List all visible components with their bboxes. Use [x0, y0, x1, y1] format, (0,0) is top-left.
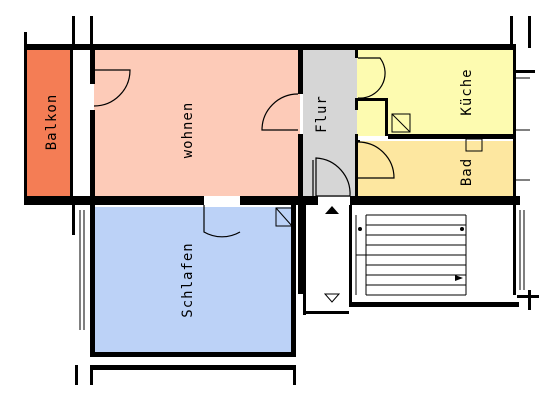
label-wohnen: wohnen — [180, 102, 196, 159]
stairs — [355, 214, 467, 296]
windows — [79, 77, 530, 330]
room-wohnen — [94, 49, 300, 196]
room-bad — [357, 141, 515, 196]
label-schlafen: Schlafen — [180, 242, 196, 317]
room-balkon — [26, 49, 70, 196]
door-swings — [93, 57, 395, 238]
walls — [24, 16, 539, 385]
room-schlafen — [94, 207, 294, 354]
label-flur: Flur — [314, 95, 330, 133]
room-kueche — [357, 49, 515, 136]
room-flur — [303, 49, 357, 197]
label-balkon: Balkon — [44, 94, 60, 151]
label-kueche: Küche — [459, 68, 475, 115]
shafts — [275, 113, 483, 227]
stair-markers — [323, 206, 464, 303]
label-bad: Bad — [459, 158, 475, 186]
